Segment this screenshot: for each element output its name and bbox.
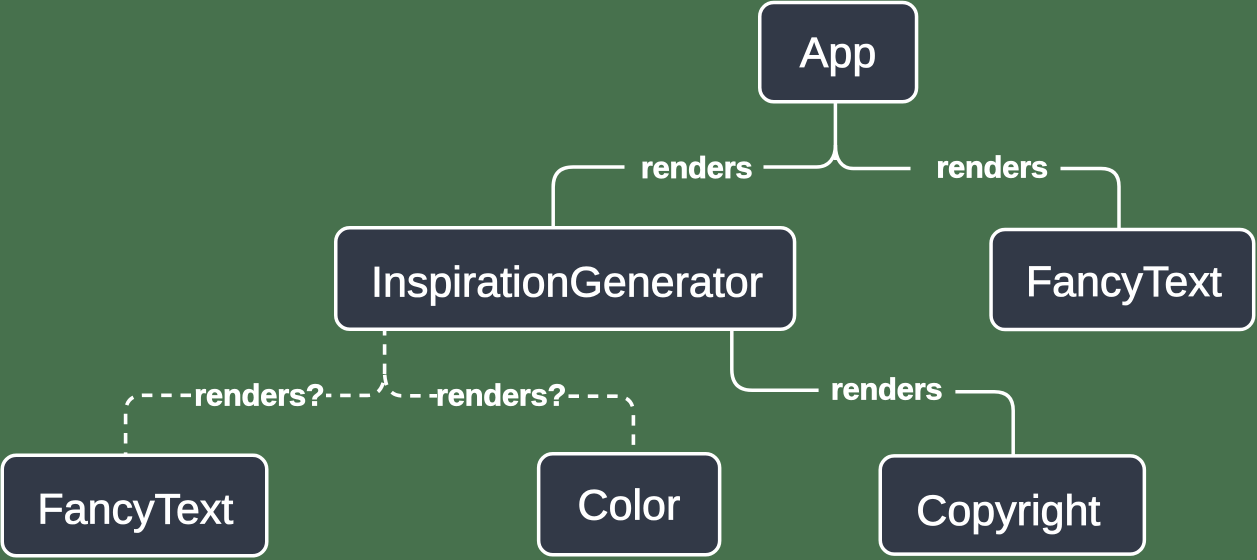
svg-text:Copyright: Copyright [916, 487, 1100, 535]
svg-text:renders: renders [936, 150, 1048, 185]
svg-text:App: App [800, 29, 877, 77]
svg-text:InspirationGenerator: InspirationGenerator [371, 258, 763, 306]
svg-text:renders: renders [641, 150, 753, 185]
svg-text:renders: renders [831, 372, 943, 407]
svg-text:Color: Color [578, 481, 681, 529]
svg-text:FancyText: FancyText [37, 486, 233, 534]
svg-text:renders?: renders? [194, 378, 324, 413]
svg-text:renders?: renders? [436, 378, 566, 413]
svg-text:FancyText: FancyText [1026, 258, 1222, 306]
